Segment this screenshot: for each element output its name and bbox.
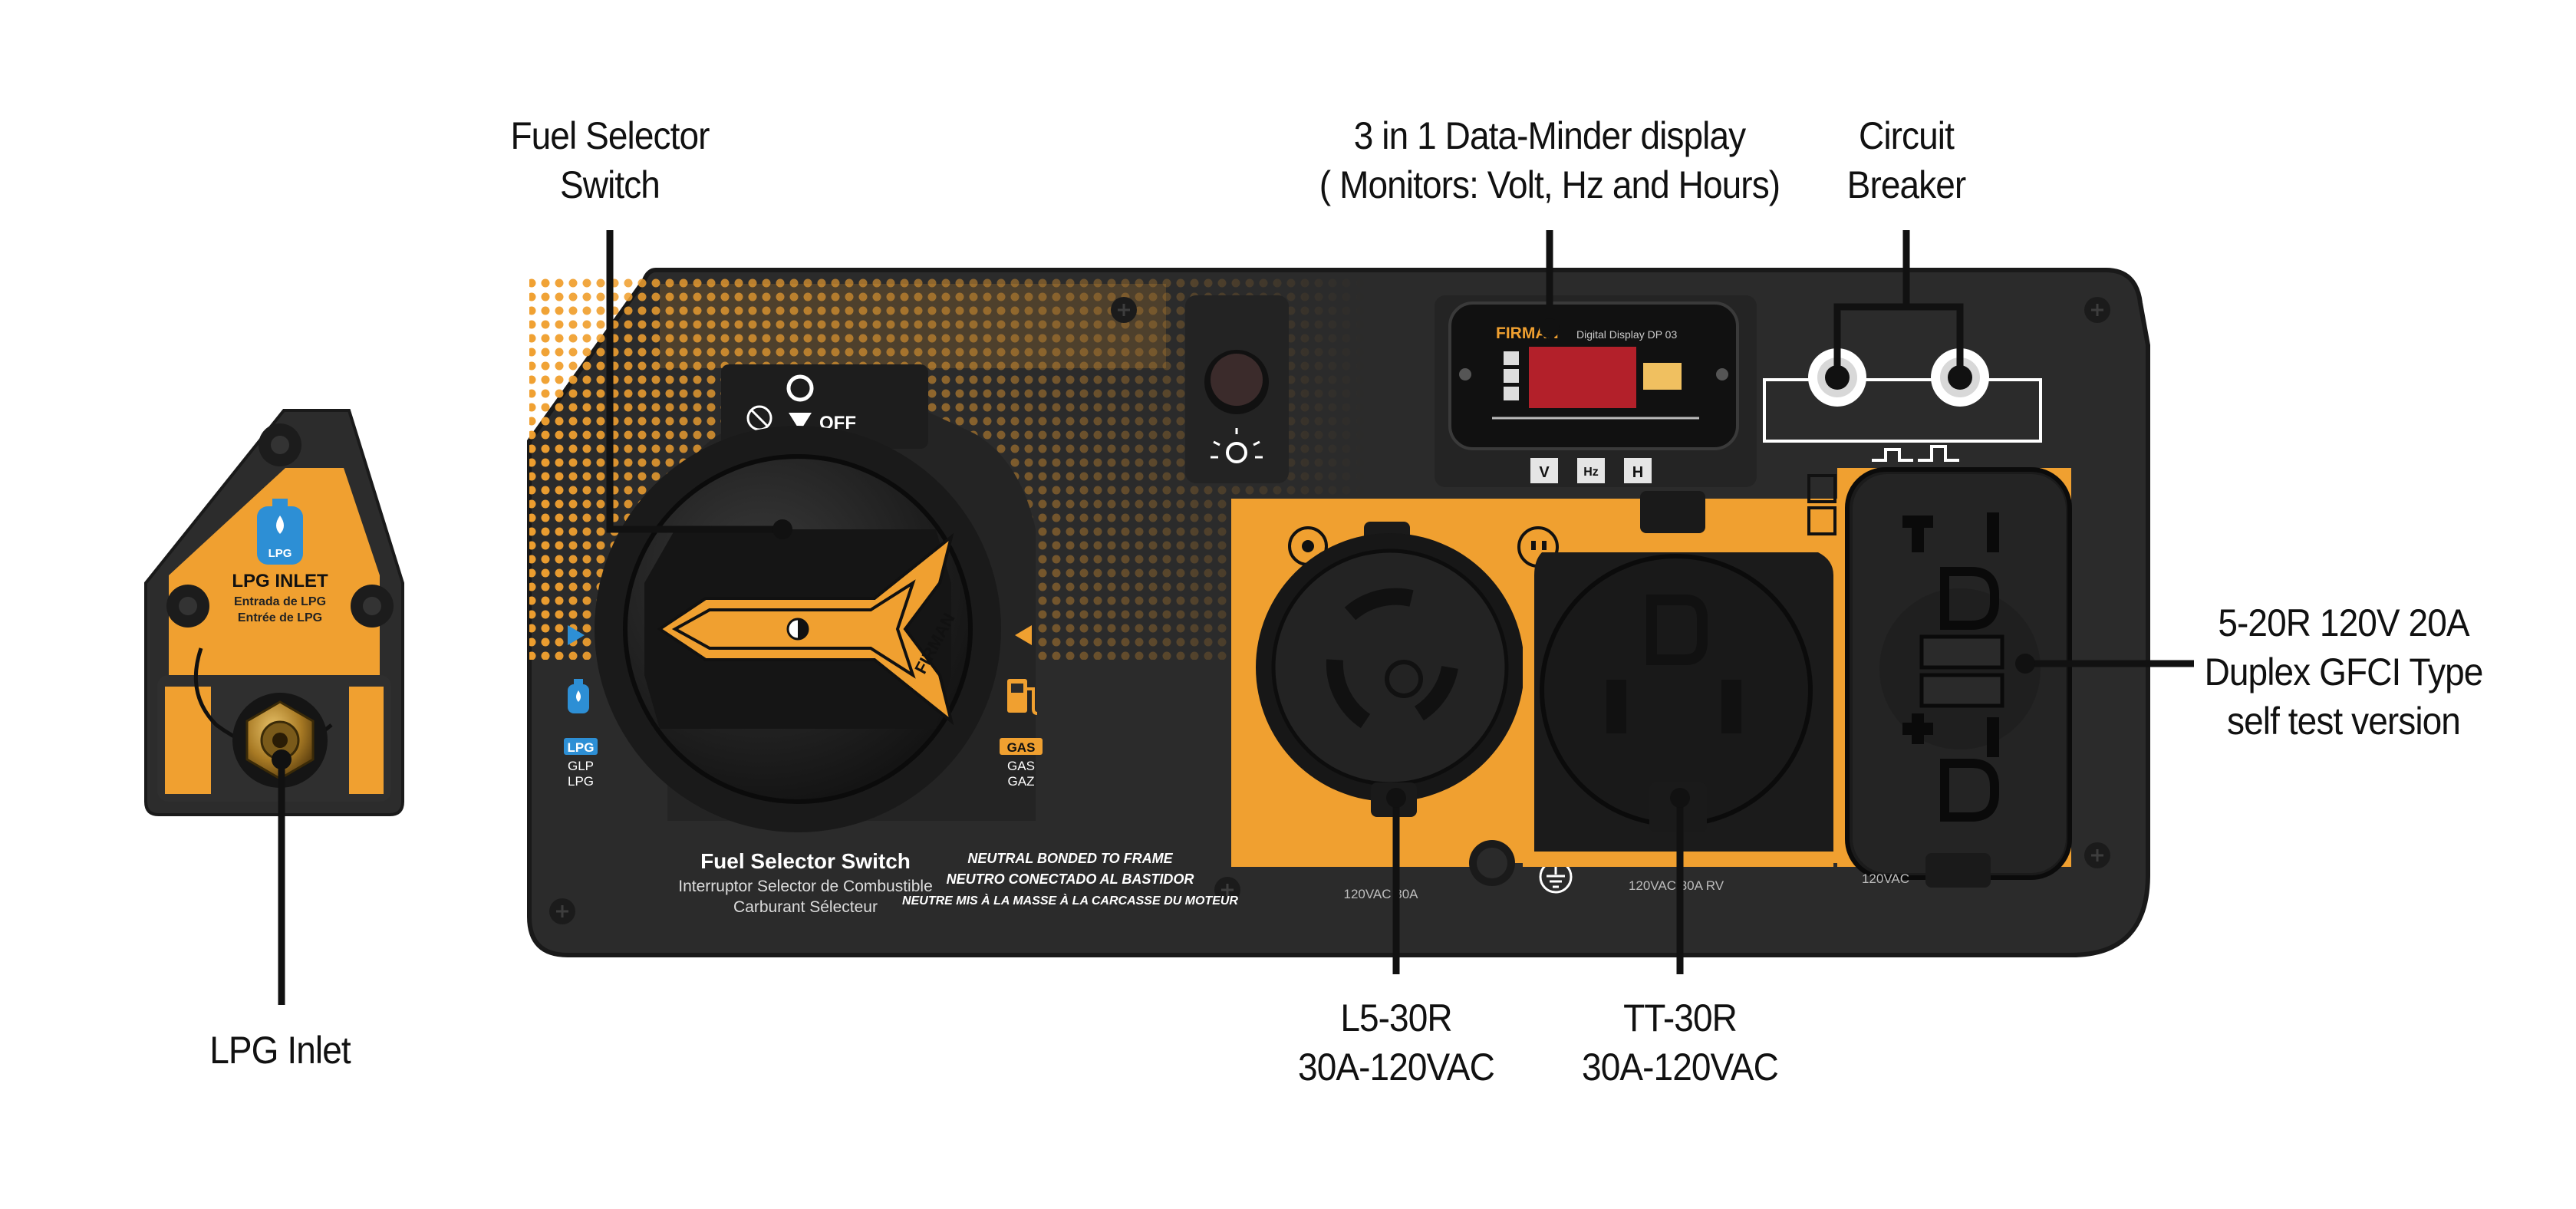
gfci-duplex-outlet[interactable]: 120VAC [1807,467,2072,888]
display-model: Digital Display DP 03 [1576,328,1677,341]
callout-data-minder-line1: 3 in 1 Data-Minder display [1353,114,1746,157]
lpg-badge: LPG [268,547,292,560]
light-bulb-icon [1211,428,1263,463]
callout-l5-30r: L5-30R 30A-120VAC [1276,993,1517,1092]
ground-terminal[interactable] [1469,840,1515,886]
tt-30r-outlet[interactable]: 120VAC 30A RV [1517,491,1833,893]
l5-30r-outlet[interactable]: 120VAC 30A [1256,506,1524,901]
neutral-bonded-note-fr: NEUTRE MIS À LA MASSE À LA CARCASSE DU M… [902,893,1238,908]
gas-arrow-icon [1015,625,1032,645]
control-panel: OFF FIRMAN LPG [527,268,2150,957]
breaker-symbol-icon [1872,445,1959,462]
callout-data-minder-line2: ( Monitors: Volt, Hz and Hours) [1319,163,1780,206]
display-button[interactable] [1643,363,1682,390]
off-indicator-icon [786,374,814,431]
fuel-selector-panel-fr: Carburant Sélecteur [733,898,878,916]
callout-l5-30r-line1: L5-30R [1340,997,1452,1039]
hours-label: H [1632,464,1643,481]
callout-tt-30r-line2: 30A-120VAC [1582,1046,1779,1089]
screw-icon [2084,297,2110,323]
lpg-plate-title: LPG INLET [232,571,328,591]
neutral-bonded-note-es: NEUTRO CONECTADO AL BASTIDOR [947,871,1194,887]
lpg-tank-icon [568,679,589,713]
display-indicator-icons [1504,351,1519,400]
callout-lpg-inlet-line1: LPG Inlet [209,1029,351,1072]
hz-label: Hz [1583,466,1599,479]
callout-circuit-breaker: Circuit Breaker [1811,111,2001,209]
callout-gfci-line2: Duplex GFCI Type [2204,651,2484,693]
lpg-inlet-plate: LPG LPG INLET Entrada de LPG Entrée de L… [144,409,404,816]
screw-icon [549,898,575,924]
volt-label: V [1539,464,1550,481]
callout-fuel-selector-line2: Switch [560,163,660,206]
l5-rating: 120VAC 30A [1343,887,1418,901]
lpg-tank-icon: LPG [257,499,303,565]
callout-gfci: 5-20R 120V 20A Duplex GFCI Type self tes… [2185,598,2502,746]
lpg-tag: LPG [568,740,595,755]
neutral-bonded-note: NEUTRAL BONDED TO FRAME [967,851,1173,866]
lpg-sub-fr: LPG [568,774,594,789]
gas-tag: GAS [1007,740,1036,755]
lpg-sub-es: GLP [568,759,594,773]
callout-circuit-breaker-line1: Circuit [1859,114,1955,157]
display-readout [1529,347,1636,408]
fuel-selector-panel-title: Fuel Selector Switch [700,849,911,873]
display-labels: V Hz H [1530,458,1652,483]
gas-sub-es: GAS [1007,759,1035,773]
leader-lines [272,230,2194,1005]
screw-icon [1214,877,1240,903]
screw-icon [351,585,394,628]
screw-icon [166,585,209,628]
lpg-plate-subtitle-es: Entrada de LPG [234,595,326,608]
lpg-inlet-fitting-icon[interactable] [232,693,328,788]
screw-icon [259,423,301,466]
tt-rating: 120VAC 30A RV [1629,878,1724,893]
screw-icon [1111,297,1137,323]
callout-l5-30r-line2: 30A-120VAC [1298,1046,1495,1089]
callout-lpg-inlet: LPG Inlet [174,1026,386,1075]
fuel-selector-knob[interactable]: FIRMAN [595,426,1001,832]
screw-icon [2084,842,2110,868]
lpg-arrow-icon [568,625,585,645]
fuel-selector-panel-es: Interruptor Selector de Combustible [678,878,933,895]
data-minder-display: FIRMAN Digital Display DP 03 [1435,295,1757,487]
callout-data-minder: 3 in 1 Data-Minder display ( Monitors: V… [1281,111,1817,209]
gas-pump-icon [1007,679,1038,715]
callout-gfci-line3: self test version [2227,700,2461,743]
callout-tt-30r-line1: TT-30R [1623,997,1738,1039]
light-button[interactable] [1185,295,1289,483]
gas-sub-fr: GAZ [1008,774,1035,789]
callout-circuit-breaker-line2: Breaker [1846,163,1967,206]
callout-fuel-selector-line1: Fuel Selector [510,114,710,157]
callout-fuel-selector: Fuel Selector Switch [444,111,776,209]
fuel-selector-area: OFF FIRMAN LPG [564,364,1043,916]
gfci-icon [1807,474,1836,535]
callout-tt-30r: TT-30R 30A-120VAC [1560,993,1800,1092]
lpg-plate-subtitle-fr: Entrée de LPG [238,611,322,624]
callout-gfci-line1: 5-20R 120V 20A [2218,601,2469,644]
gfci-rating: 120VAC [1862,871,1909,886]
